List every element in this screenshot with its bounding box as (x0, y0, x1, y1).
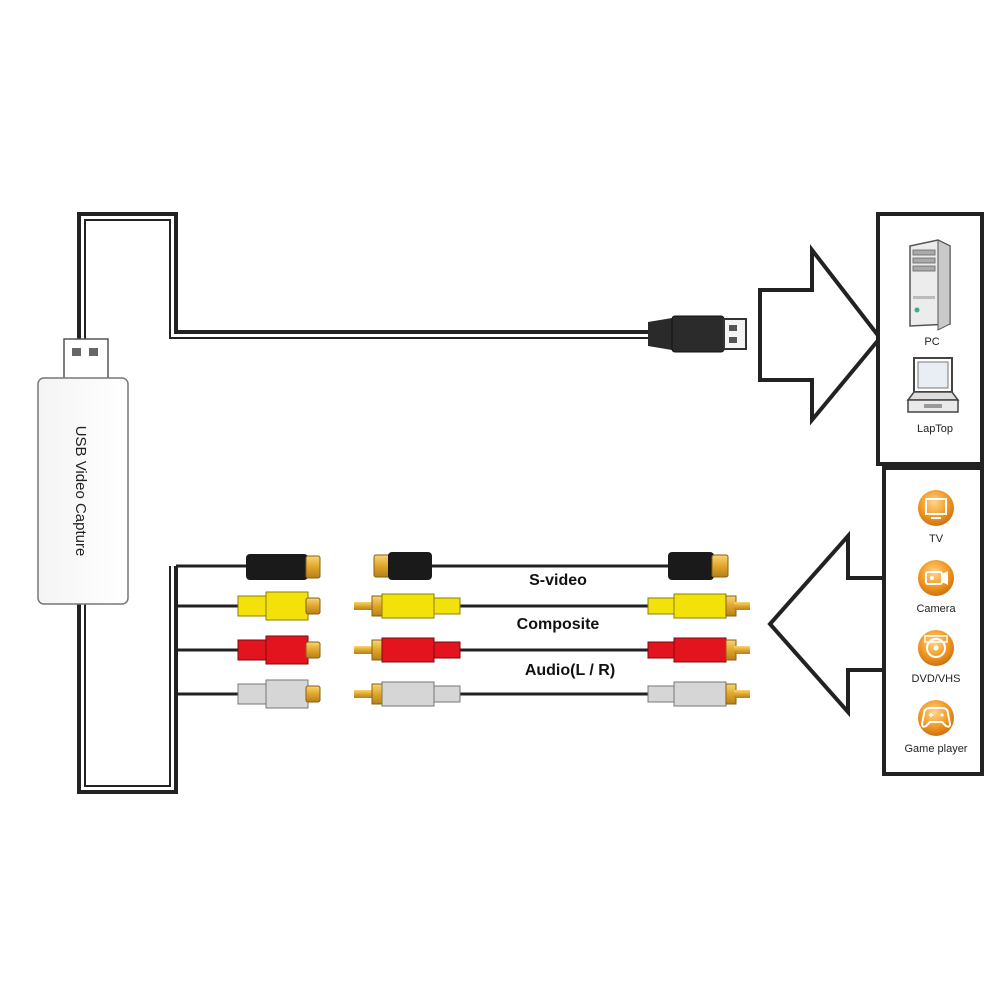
laptop-label: LapTop (917, 423, 953, 435)
svideo-cable (373, 552, 729, 580)
camera-label: Camera (916, 603, 956, 615)
harness-leads (176, 564, 246, 696)
usb-cable-inner (84, 219, 650, 340)
harness-composite-plug (237, 591, 321, 621)
usb-capture-stick (37, 338, 129, 605)
dvd-label: DVD/VHS (912, 673, 961, 685)
av-harness-cable (77, 566, 178, 794)
composite-cable (354, 593, 750, 619)
arrow-from-sources (767, 530, 884, 718)
usb-cable (77, 212, 650, 340)
tv-label: TV (929, 533, 944, 545)
tv-icon (918, 490, 954, 526)
laptop-icon (906, 357, 960, 413)
camera-icon (918, 560, 954, 596)
av-harness-cable-inner (84, 566, 171, 787)
harness-svideo-plug (246, 554, 321, 580)
harness-audio-right-plug (237, 635, 321, 665)
pc-label: PC (924, 336, 939, 348)
dvd-icon (918, 630, 954, 666)
desktop-tower-icon (909, 239, 951, 331)
audio-label: Audio(L / R) (525, 662, 615, 679)
device-label: USB Video Capture (72, 426, 89, 557)
arrow-to-computer (758, 244, 883, 426)
audio-right-cable (354, 637, 750, 663)
harness-audio-left-plug (237, 679, 321, 709)
audio-left-cable (354, 681, 750, 707)
composite-label: Composite (517, 616, 600, 633)
svideo-label: S-video (529, 572, 587, 589)
gamepad-icon (918, 700, 954, 736)
usb-plug (648, 315, 747, 353)
game-player-label: Game player (905, 743, 968, 755)
